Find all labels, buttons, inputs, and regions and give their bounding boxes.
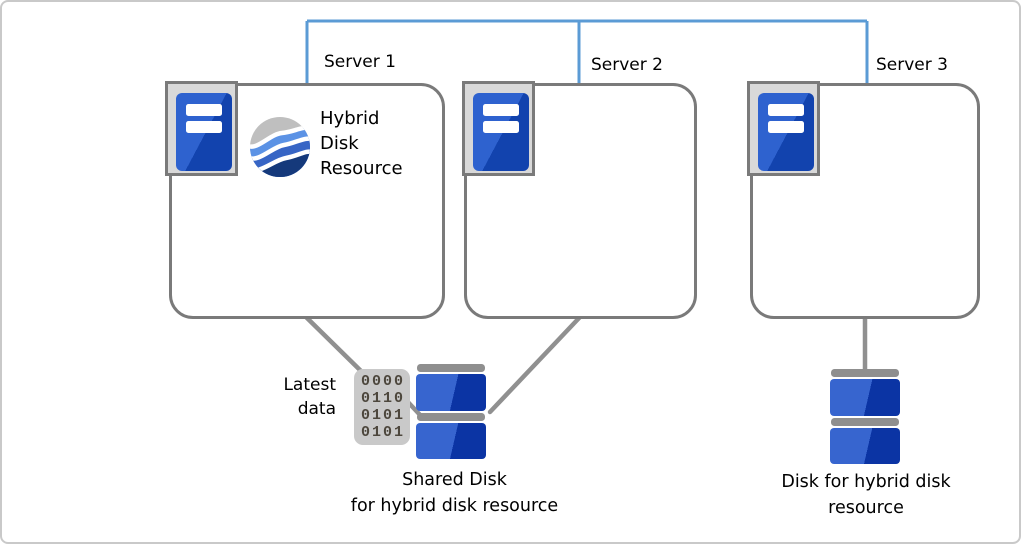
server-label: Server 3 [876, 55, 948, 75]
disk-platter-bar [417, 413, 485, 421]
disk-platter-bar [831, 418, 899, 426]
disk-platter-bar [417, 364, 485, 372]
hybrid-disk-resource-icon [250, 117, 310, 177]
hybrid-disk-resource-label: Hybrid Disk Resource [320, 108, 403, 179]
disk-unit [830, 379, 900, 416]
server-icon-slot [768, 121, 804, 133]
server2-disk-link [487, 314, 583, 415]
binary-row: 0101 [360, 424, 405, 441]
server-icon [747, 81, 820, 176]
hybrid-disk-icon [830, 369, 900, 464]
disk-unit [416, 423, 486, 459]
hybrid-disk-caption: Disk for hybrid disk resource [781, 472, 951, 518]
server-icon-slot [483, 104, 519, 116]
server-label: Server 2 [591, 55, 663, 75]
server-icon-slot [186, 121, 222, 133]
binary-row: 0110 [360, 390, 405, 407]
server-icon-unit [473, 93, 529, 171]
binary-row: 0000 [360, 373, 405, 390]
server1-disk-link [303, 314, 365, 375]
binary-row: 0101 [360, 407, 405, 424]
disk-platter-bar [831, 369, 899, 377]
server-icon-slot [483, 121, 519, 133]
server-icon-unit [176, 93, 232, 171]
server-box [750, 83, 980, 319]
server-icon [462, 81, 535, 176]
network-link-line [305, 19, 869, 83]
disk-unit [416, 374, 486, 411]
server-icon [165, 81, 238, 176]
server-icon-slot [186, 104, 222, 116]
binary-data-icon: 0000 0110 0101 0101 [354, 369, 410, 445]
shared-disk-icon [416, 364, 486, 459]
latest-data-label: Latest data [283, 375, 336, 419]
disk-unit [830, 428, 900, 464]
server-icon-unit [758, 93, 814, 171]
server-label: Server 1 [324, 52, 396, 72]
shared-disk-caption: Shared Disk for hybrid disk resource [350, 470, 559, 516]
server-icon-slot [768, 104, 804, 116]
